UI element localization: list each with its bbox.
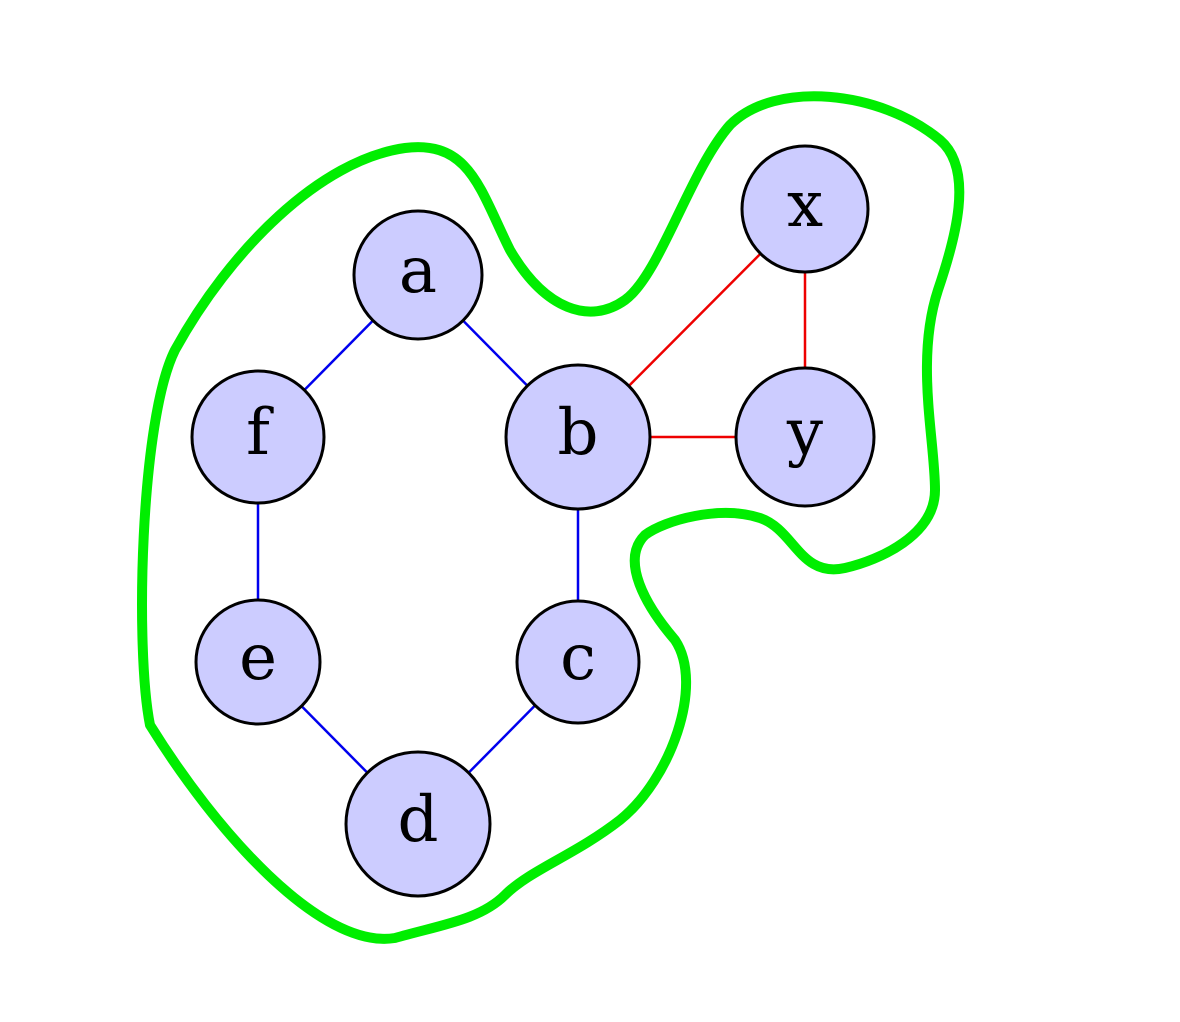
node-circle-c xyxy=(515,599,641,725)
edge-d-e xyxy=(300,705,369,774)
nodes-layer: a b c d e f x y xyxy=(190,144,876,898)
node-c: c xyxy=(515,599,641,725)
node-circle-b xyxy=(504,363,652,511)
node-circle-e xyxy=(194,598,322,726)
edge-b-x xyxy=(627,252,762,387)
node-label-f: f xyxy=(246,396,274,470)
enclosure-curve xyxy=(137,91,965,944)
node-label-x: x xyxy=(787,168,823,242)
node-d: d xyxy=(344,750,492,898)
node-b: b xyxy=(504,363,652,511)
node-circle-x xyxy=(740,144,870,274)
node-label-d: d xyxy=(398,783,439,857)
node-f: f xyxy=(190,369,326,505)
edge-a-b xyxy=(462,319,529,387)
node-label-a: a xyxy=(399,234,437,308)
node-a: a xyxy=(352,209,484,341)
node-y: y xyxy=(734,366,876,508)
node-label-c: c xyxy=(560,621,596,695)
edge-c-d xyxy=(467,704,537,774)
node-e: e xyxy=(194,598,322,726)
node-label-e: e xyxy=(239,621,277,695)
edges-layer xyxy=(256,252,807,774)
edge-f-a xyxy=(303,319,374,391)
node-circle-f xyxy=(190,369,326,505)
node-x: x xyxy=(740,144,870,274)
node-label-y: y xyxy=(786,396,823,470)
node-circle-y xyxy=(734,366,876,508)
node-circle-d xyxy=(344,750,492,898)
node-circle-a xyxy=(352,209,484,341)
node-label-b: b xyxy=(558,396,599,470)
